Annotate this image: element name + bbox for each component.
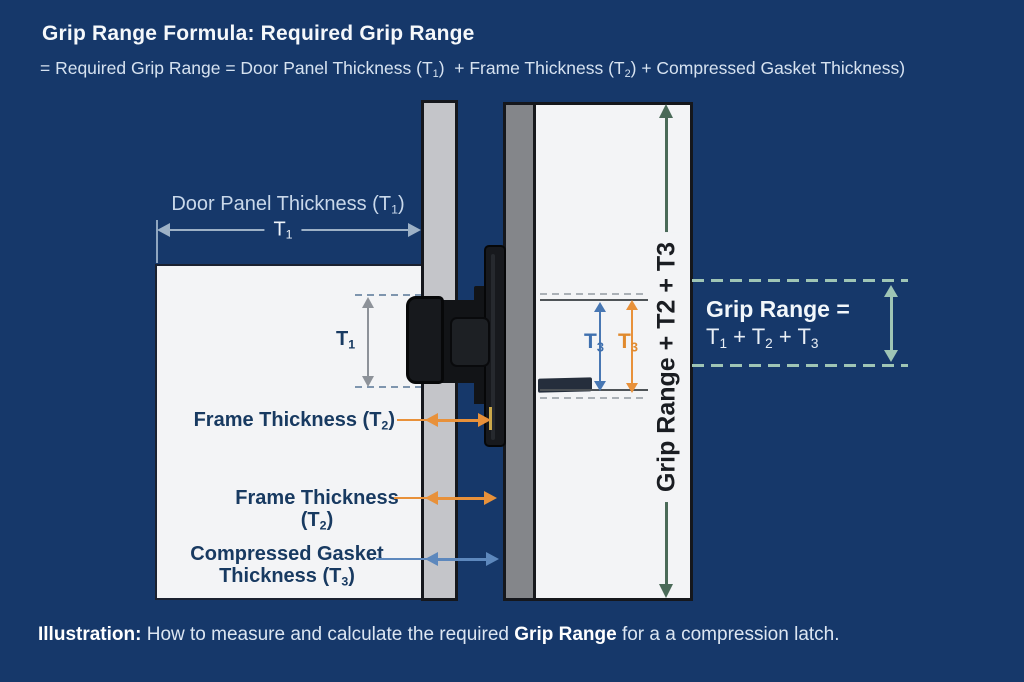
caption-bold-illustration: Illustration: — [38, 624, 142, 645]
formula-part: = Required Grip Range = Door Panel Thick… — [40, 58, 433, 78]
formula-sub-1: 1 — [432, 68, 439, 81]
arrowhead-down-icon — [659, 584, 673, 598]
latch-inner-plate — [450, 317, 490, 367]
arrowhead-left-icon — [425, 552, 438, 566]
grip-range-bottom-dashed-line — [692, 364, 908, 367]
gasket-top-line — [540, 299, 648, 301]
arrowhead-left-icon — [157, 223, 170, 237]
gasket-arrow-leader — [376, 558, 430, 560]
arrowhead-right-icon — [478, 413, 491, 427]
grip-range-equation-title: Grip Range = — [706, 296, 850, 322]
gasket-thickness-label: Compressed Gasket Thickness (T3) — [190, 543, 384, 589]
gasket-bottom-dashed-line — [540, 397, 648, 399]
arrowhead-up-icon — [626, 300, 638, 310]
t3-orange-label: T3 — [617, 330, 639, 355]
arrowhead-left-icon — [425, 413, 438, 427]
gasket-top-dashed-line — [540, 293, 648, 295]
latch-pawl — [406, 296, 444, 384]
formula-sub-2: 2 — [624, 68, 631, 81]
frame-edge-strip — [506, 105, 536, 598]
arrowhead-up-icon — [594, 302, 606, 312]
t3-blue-arrow — [599, 305, 601, 383]
gasket-arrow — [436, 558, 488, 561]
frame-thickness-label-2: Frame Thickness (T2) — [235, 487, 399, 533]
caption: Illustration: How to measure and calcula… — [38, 624, 840, 645]
arrowhead-left-icon — [425, 491, 438, 505]
latch-housing-highlight — [491, 254, 495, 440]
door-panel — [155, 264, 423, 600]
t1-dim-label: T1 — [264, 218, 302, 242]
t1-side-label: T1 — [336, 328, 356, 352]
frame-arrow-2 — [436, 497, 486, 500]
frame-arrow-1 — [436, 419, 480, 422]
frame-arrow-2-leader — [394, 497, 430, 499]
grip-range-equation: T1 + T2 + T3 — [706, 324, 819, 351]
arrowhead-up-icon — [362, 297, 374, 308]
frame-arrow-1-leader — [397, 419, 429, 421]
t3-orange-arrow — [631, 303, 633, 385]
caption-bold-grip-range: Grip Range — [514, 624, 617, 645]
arrowhead-up-icon — [884, 285, 898, 297]
arrowhead-down-icon — [594, 381, 606, 391]
arrowhead-right-icon — [486, 552, 499, 566]
formula-part: ) + Compressed Gasket Thickness) — [630, 58, 906, 78]
page-title: Grip Range Formula: Required Grip Range — [42, 22, 475, 45]
door-panel-thickness-label: Door Panel Thickness (T1) — [171, 193, 405, 217]
formula-part: ) + Frame Thickness (T — [438, 58, 625, 78]
t1-side-arrow — [367, 300, 369, 384]
frame-thickness-label-1: Frame Thickness (T2) — [193, 409, 395, 433]
arrowhead-down-icon — [884, 350, 898, 362]
t3-blue-label: T3 — [583, 330, 605, 355]
arrowhead-down-icon — [362, 376, 374, 387]
arrowhead-up-icon — [659, 104, 673, 118]
dim-extension-tick — [156, 220, 158, 263]
pawl-top-dashed-line — [355, 294, 421, 296]
formula-line: = Required Grip Range = Door Panel Thick… — [40, 58, 905, 80]
grip-range-top-dashed-line — [692, 279, 908, 282]
grip-range-axis-label: Grip Range + T2 + T3 — [650, 231, 684, 503]
arrowhead-right-icon — [408, 223, 421, 237]
arrowhead-down-icon — [626, 383, 638, 393]
grip-range-span-arrow — [890, 295, 893, 353]
pawl-bottom-dashed-line — [355, 386, 421, 388]
arrowhead-right-icon — [484, 491, 497, 505]
